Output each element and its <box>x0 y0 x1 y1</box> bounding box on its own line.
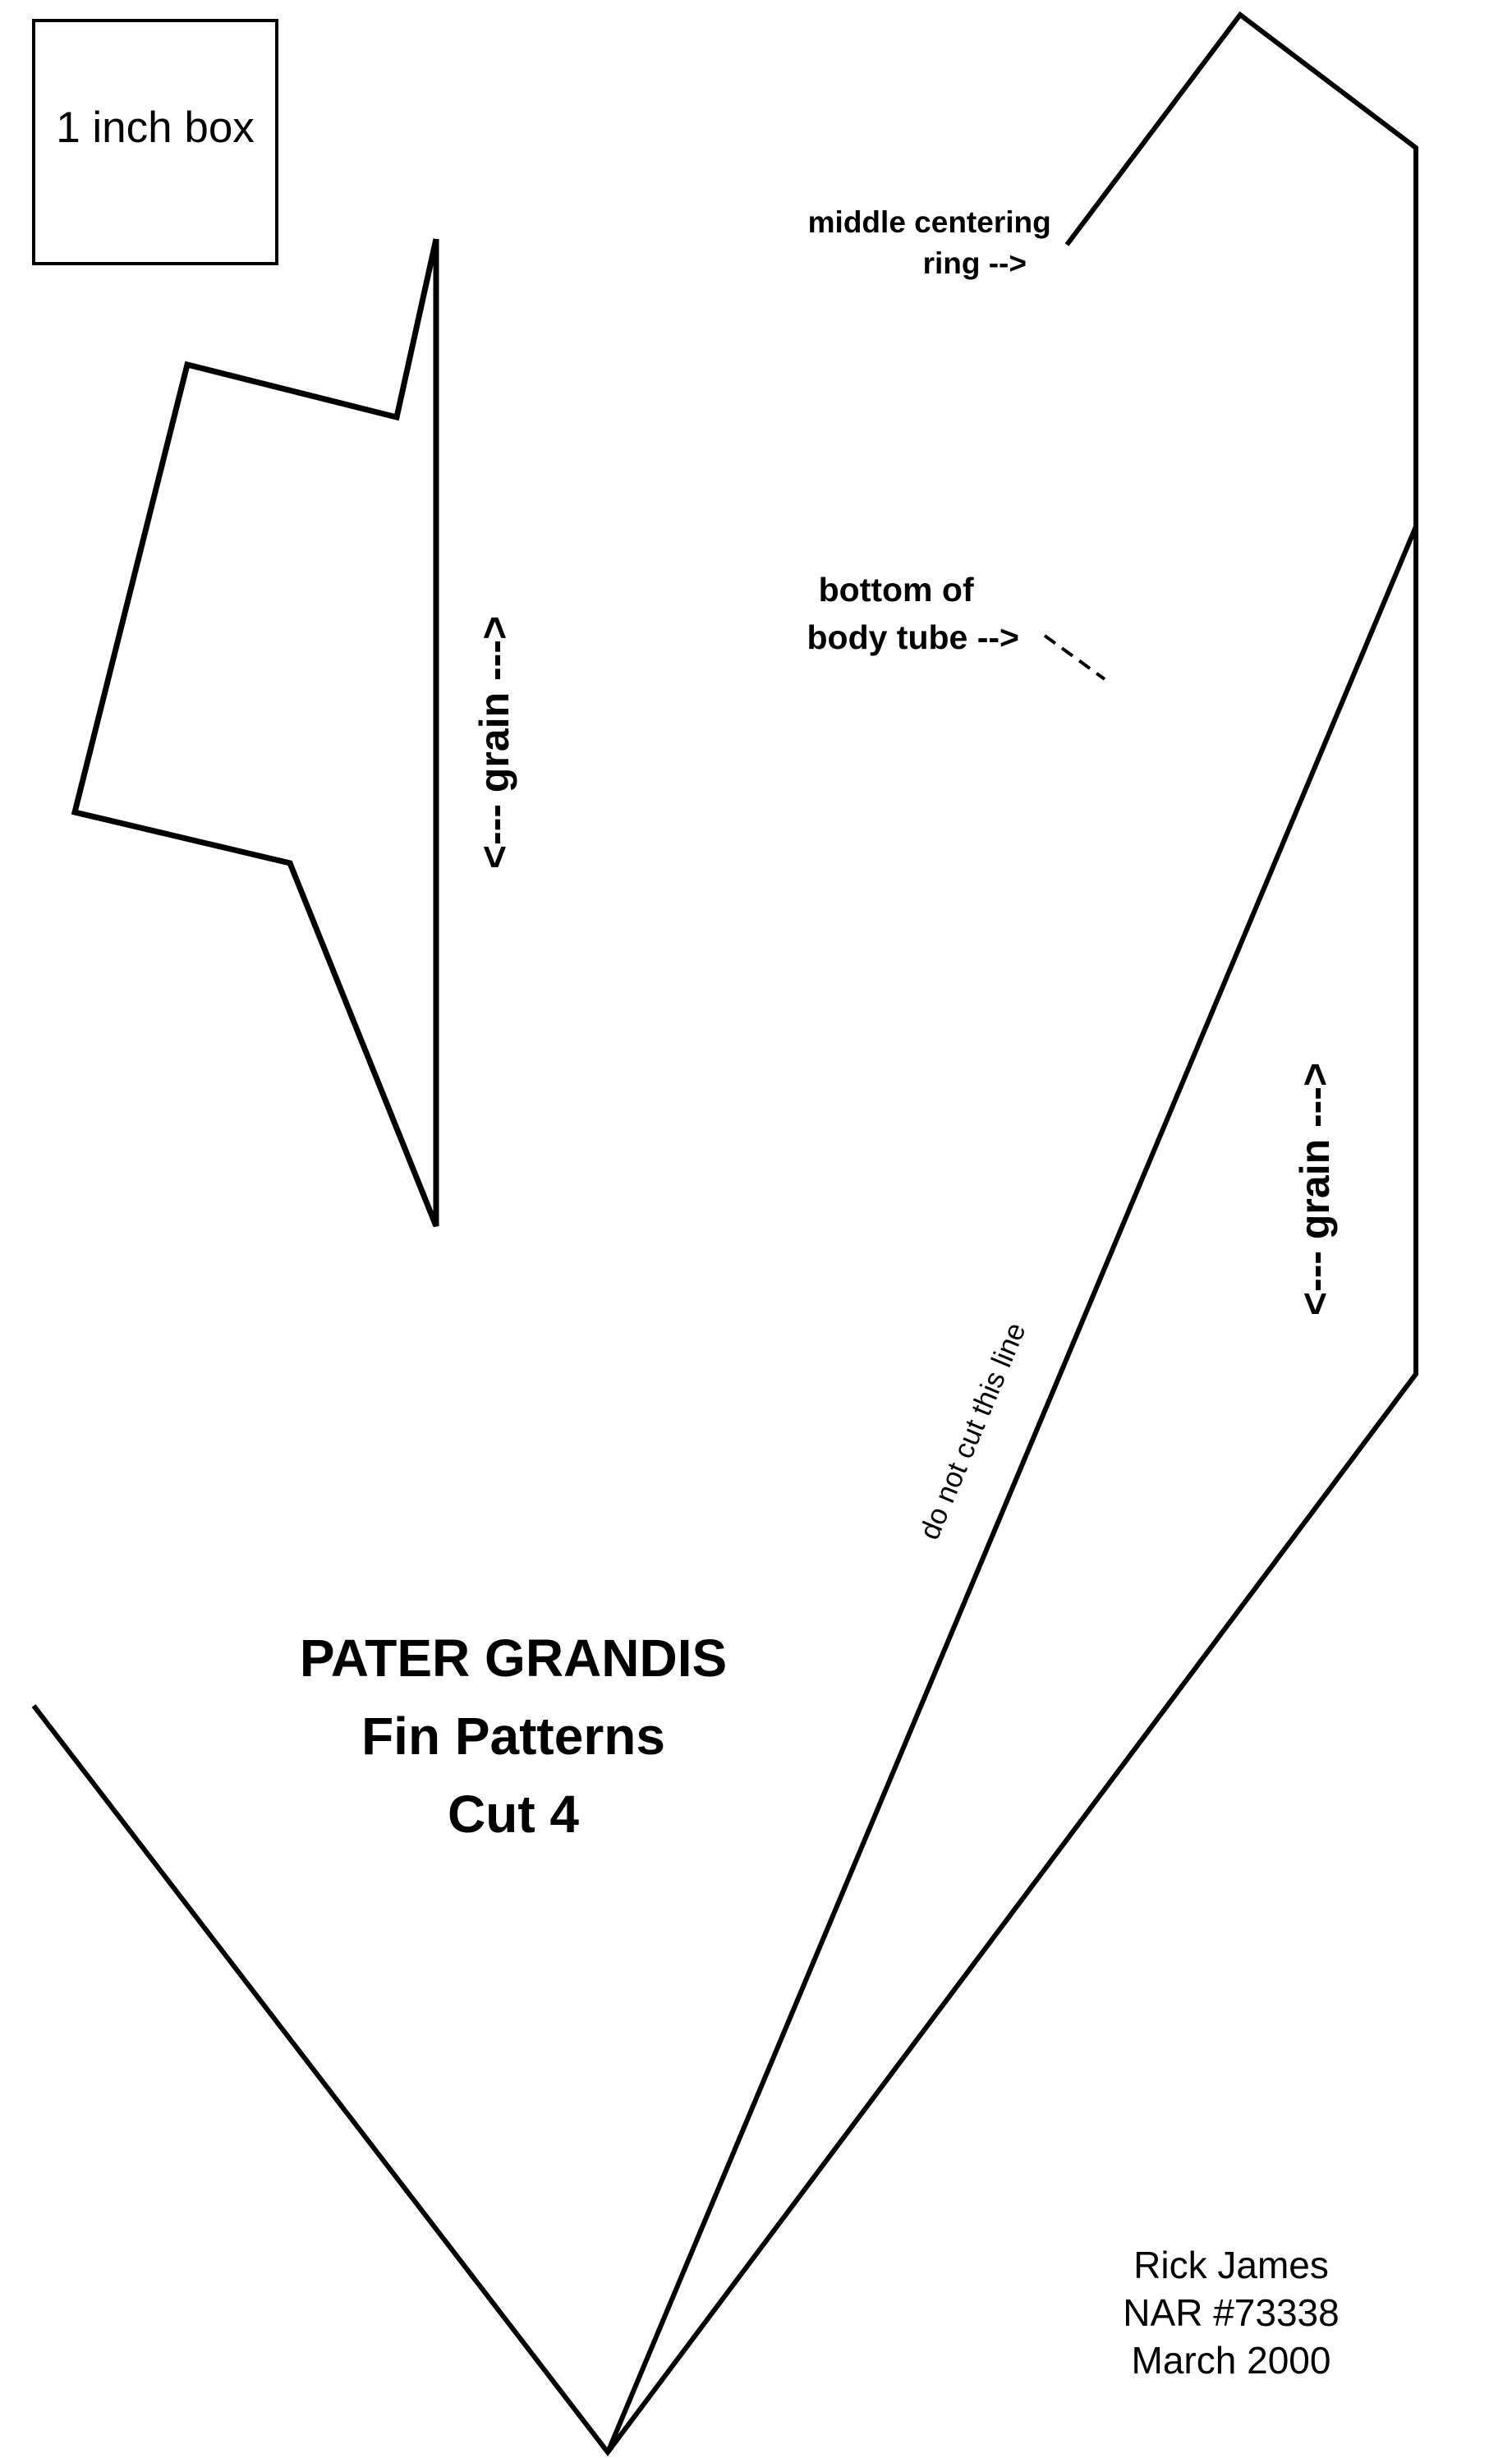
large-fin-grain-label: <--- grain ---> <box>1292 1063 1338 1316</box>
scale-box-label: 1 inch box <box>56 103 255 152</box>
title-line-1: PATER GRANDIS <box>300 1629 727 1688</box>
title-line-2: Fin Patterns <box>361 1707 665 1766</box>
middle-centering-ring-label: middle centering ring --> <box>808 205 1059 280</box>
bottom-of-body-tube-label: bottom of body tube --> <box>807 571 1019 656</box>
title-block: PATER GRANDIS Fin Patterns Cut 4 <box>300 1629 727 1844</box>
do-not-cut-label: do not cut this line <box>913 1318 1032 1544</box>
middle-centering-ring-label-line2: ring --> <box>923 246 1027 280</box>
do-not-cut-line <box>605 525 1418 2454</box>
credit-date: March 2000 <box>1132 2339 1331 2382</box>
credit-nar-number: NAR #73338 <box>1123 2291 1339 2334</box>
credit-author: Rick James <box>1133 2244 1329 2286</box>
middle-centering-ring-label-line1: middle centering <box>808 205 1051 239</box>
bottom-of-body-tube-label-line1: bottom of <box>819 571 974 609</box>
small-fin-grain-label: <--- grain ---> <box>471 616 517 869</box>
small-fin-pattern: <--- grain ---> <box>71 238 517 1228</box>
scale-box-outline <box>32 19 278 265</box>
body-tube-marker <box>1043 634 1106 681</box>
small-fin-outline <box>71 238 439 1228</box>
bottom-of-body-tube-label-line2: body tube --> <box>807 618 1019 656</box>
scale-box: 1 inch box <box>32 19 278 265</box>
title-line-3: Cut 4 <box>448 1785 579 1844</box>
large-fin-outline <box>31 11 1418 2456</box>
credit-block: Rick James NAR #73338 March 2000 <box>1123 2244 1339 2382</box>
